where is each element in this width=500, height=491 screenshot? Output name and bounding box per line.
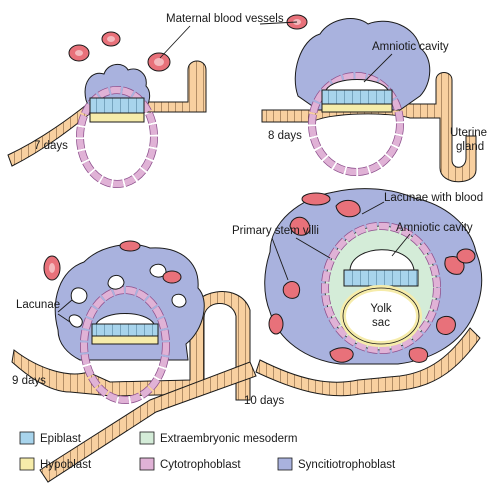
legend-swatch-extraembryonic-mesoderm [139, 431, 155, 445]
lacuna [68, 314, 83, 328]
label-sac: sac [372, 317, 390, 329]
label-uterine: Uterine [450, 127, 487, 139]
legend-label-cytotrophoblast: Cytotrophoblast [160, 459, 241, 471]
uterine-epithelium [7, 60, 207, 167]
label-day10: 10 days [244, 395, 285, 407]
hypoblast [321, 103, 393, 113]
legend-swatch-epiblast [19, 431, 35, 445]
hypoblast [91, 335, 159, 345]
lacuna-with-blood [408, 347, 428, 363]
maternal-blood-vessel [268, 313, 284, 335]
epiblast [91, 323, 159, 337]
legend-swatch-hypoblast [19, 457, 35, 471]
label-day8: 8 days [268, 130, 302, 142]
legend-label-extraembryonic-mesoderm: Extraembryonic mesoderm [160, 433, 297, 445]
amniotic-cavity [349, 249, 415, 271]
lacuna [171, 293, 187, 308]
label-amniotic-cavity-8: Amniotic cavity [372, 41, 449, 53]
lacuna-with-blood [335, 199, 361, 218]
lacuna [107, 275, 125, 290]
uterine-epithelium [255, 327, 481, 397]
label-yolk: Yolk [370, 303, 392, 315]
legend: Epiblast Extraembryonic mesoderm Synciti… [19, 431, 396, 471]
panel-day8: 8 days [261, 14, 477, 183]
epiblast [343, 269, 419, 287]
legend-swatch-syncitiotrophoblast [277, 457, 293, 471]
legend-label-hypoblast: Hypoblast [40, 459, 92, 471]
panel-day10: Yolk sac 10 days Lacunae with blood Amni… [232, 188, 483, 407]
label-day7: 7 days [34, 140, 68, 152]
legend-label-syncitiotrophoblast: Syncitiotrophoblast [298, 459, 396, 471]
uterine-epithelium [39, 361, 257, 483]
maternal-blood-vessel [456, 248, 476, 264]
lacuna-with-blood [436, 315, 456, 335]
label-lacunae: Lacunae [16, 299, 60, 311]
lacuna-with-blood [329, 347, 354, 363]
lacuna-with-blood [289, 216, 311, 236]
maternal-blood-vessel [119, 240, 141, 252]
lacuna-with-blood [282, 281, 300, 299]
epiblast [321, 89, 393, 105]
maternal-blood-vessel [301, 192, 331, 206]
label-maternal-blood-vessels: Maternal blood vessels [166, 13, 284, 25]
lacuna [70, 287, 88, 304]
label-primary-stem-villi: Primary stem villi [232, 225, 319, 237]
hypoblast [89, 112, 145, 123]
epiblast [89, 97, 145, 114]
label-gland: gland [456, 141, 484, 153]
label-amniotic-cavity-10: Amniotic cavity [396, 222, 473, 234]
legend-label-epiblast: Epiblast [40, 433, 82, 445]
legend-swatch-cytotrophoblast [139, 457, 155, 471]
maternal-blood-vessel [162, 270, 182, 284]
label-lacunae-with-blood: Lacunae with blood [384, 192, 483, 204]
label-day9: 9 days [12, 375, 46, 387]
panel-day9: 9 days Lacunae [11, 240, 257, 483]
panel-day7: 7 days [7, 31, 207, 188]
